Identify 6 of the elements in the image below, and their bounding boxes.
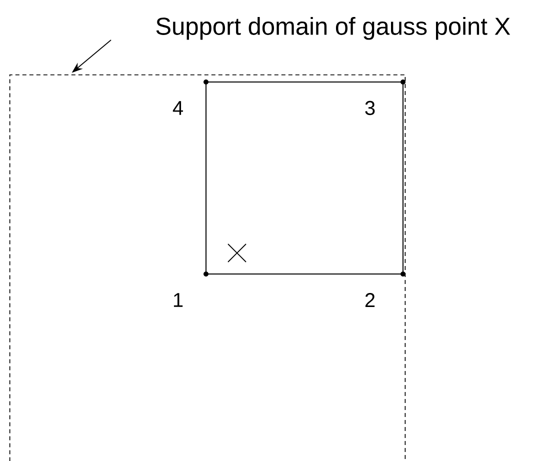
domain-box <box>9 74 406 461</box>
corner-number: 1 <box>174 293 183 307</box>
corner-number: 4 <box>172 101 183 115</box>
corner-number: 2 <box>365 293 375 307</box>
callout-text: Support domain of gauss point X <box>156 16 510 40</box>
corner-number: 3 <box>365 100 375 116</box>
